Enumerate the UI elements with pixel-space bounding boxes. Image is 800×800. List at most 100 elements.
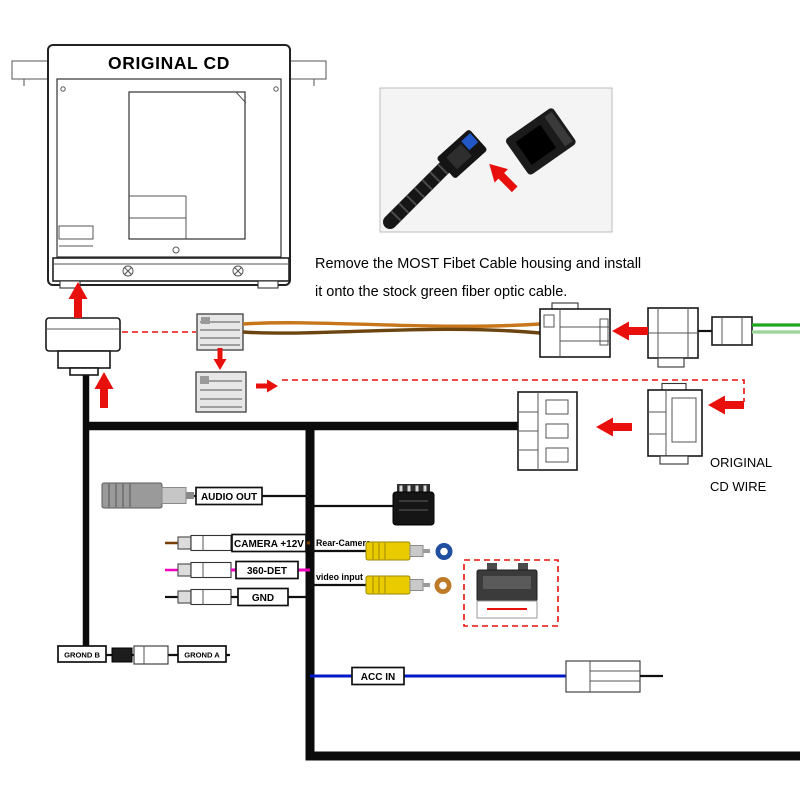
- four-pin-pins: [399, 485, 427, 492]
- four-pin-body-lines: [399, 500, 428, 511]
- left-socket-tab: [57, 350, 111, 369]
- cd-wire-socket-cavity: [671, 397, 697, 443]
- audio-plug-neck: [161, 487, 187, 504]
- cd-unit-small-hole: [172, 246, 180, 254]
- most-housing-edge: [544, 111, 573, 147]
- fiber-cable-brown: [242, 327, 541, 335]
- left-socket-notch: [69, 367, 99, 376]
- fiber-connector-small-key: [201, 317, 210, 324]
- rear-camera-group: Rear-Camera video input: [310, 538, 453, 595]
- original-cd-unit: ORIGINAL CD: [11, 44, 327, 289]
- four-pin-body: [392, 491, 435, 526]
- four-pin-connector: [310, 484, 435, 526]
- gnd-connector-body: [190, 588, 232, 606]
- arrow-up-to-socket: [94, 372, 114, 408]
- left-fiber-socket: [45, 317, 121, 376]
- cd-wire-plug-lines: [518, 392, 539, 470]
- acc-connector-lines: [589, 661, 640, 692]
- cd-unit-foot-right: [257, 280, 279, 289]
- cd-unit-side-detail: [58, 225, 94, 240]
- rca2-ridges: [372, 576, 386, 594]
- cd-unit-panel: [128, 91, 246, 240]
- gnd-row: GND: [165, 587, 310, 607]
- screw-icon: [122, 265, 134, 277]
- grond-a-label: GROND A: [184, 651, 220, 660]
- ground-plug-female: [133, 645, 169, 665]
- most-housing: [506, 108, 576, 175]
- camera-12v-row: CAMERA +12V: [165, 533, 310, 553]
- camera-label: CAMERA +12V: [234, 539, 304, 550]
- rca1-collar: [409, 545, 424, 557]
- four-pin-header: [397, 484, 430, 493]
- audio-plug-body: [101, 482, 163, 509]
- rca-ring-gold-hole: [439, 581, 447, 590]
- left-socket-body: [45, 317, 121, 352]
- det360-row: 360-DET: [165, 560, 310, 580]
- photo-inset: [379, 87, 613, 233]
- cd-wire-socket-tab: [659, 455, 689, 465]
- cd-unit-bottom-strip: [52, 257, 290, 282]
- arrow-left-cd-wire: [596, 417, 632, 437]
- ground-plug-male: [111, 647, 133, 663]
- rca1-pin: [423, 549, 430, 553]
- acc-in-label-box: [351, 666, 405, 686]
- audio-out-row: AUDIO OUT: [101, 482, 310, 509]
- connector-dark-inner: [483, 576, 531, 589]
- camera-connector-body: [190, 534, 232, 552]
- fiber-housing-lines: [559, 309, 610, 357]
- audio-plug-tip: [186, 492, 194, 499]
- most-connector-blue-clip: [461, 133, 479, 151]
- ground-branch: GROND B GROND A: [57, 645, 230, 665]
- instruction-line2: it onto the stock green fiber optic cabl…: [315, 284, 567, 300]
- fiber-housing-removed-key: [200, 376, 209, 384]
- gnd-label: GND: [252, 593, 274, 604]
- original-cd-wire-label-line1: ORIGINAL: [710, 455, 772, 470]
- fiber-housing-body: [539, 308, 611, 358]
- camera-connector-cap: [177, 536, 192, 550]
- fiber-cable-orange: [242, 321, 541, 328]
- cd-unit-inner-frame: [56, 78, 282, 258]
- cd-unit-title: ORIGINAL CD: [108, 53, 230, 73]
- gnd-label-box: [237, 587, 289, 607]
- fiber-mate-lines: [648, 308, 698, 358]
- grond-a-label-box: [177, 645, 227, 663]
- cd-unit-screw-topright: [273, 86, 279, 92]
- rear-camera-label-line1: Rear-Camera: [316, 538, 371, 548]
- det360-connector-body: [190, 561, 232, 579]
- fiber-housing-removed-lines: [200, 380, 242, 408]
- connector-tab-left: [487, 563, 497, 571]
- instruction-line1: Remove the MOST Fibet Cable housing and …: [315, 256, 641, 272]
- green-fiber-connector: [711, 316, 753, 346]
- cd-wire-plug-cell1: [545, 399, 569, 415]
- green-fiber-connector-lines: [721, 317, 743, 345]
- photo-background: [379, 87, 613, 233]
- connector-tab-right: [518, 563, 528, 571]
- arrow-left-fiber: [612, 321, 648, 341]
- cd-unit-foot-left: [59, 280, 81, 289]
- arrow-down-housing: [213, 348, 227, 370]
- cd-wire-socket: [647, 389, 703, 457]
- audio-out-label-box: [195, 486, 263, 506]
- audio-plug-ridges: [108, 483, 131, 508]
- most-connector-with-cable: [437, 130, 487, 178]
- cd-right-bracket: [290, 60, 327, 86]
- cd-wire-connectors: ORIGINAL CD WIRE: [517, 382, 772, 494]
- det360-label: 360-DET: [247, 566, 287, 577]
- cd-wire-socket-lines: [648, 390, 667, 456]
- audio-out-label: AUDIO OUT: [201, 492, 257, 503]
- acc-in-row: ACC IN: [310, 660, 663, 693]
- acc-in-label: ACC IN: [361, 672, 395, 683]
- most-connector-inner: [446, 144, 472, 170]
- harness-main-trunk: [305, 426, 800, 761]
- arrow-left-into-socket: [708, 395, 744, 415]
- fiber-housing-key: [543, 314, 555, 328]
- cd-wire-plug-cell2: [545, 423, 569, 439]
- screw-icon: [232, 265, 244, 277]
- screw-cross-left: [124, 267, 132, 275]
- rca2-collar: [409, 579, 424, 591]
- grond-b-label-box: [57, 645, 107, 663]
- camera-label-box: [231, 533, 307, 553]
- det360-label-box: [235, 560, 299, 580]
